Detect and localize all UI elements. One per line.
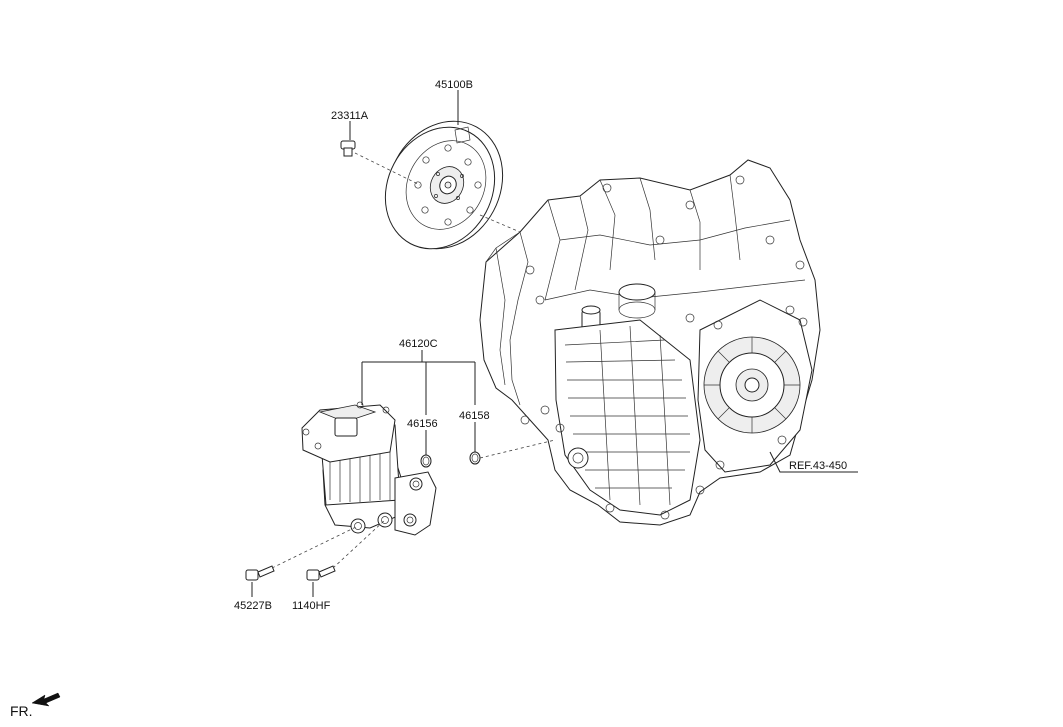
label-45100b: 45100B: [435, 79, 473, 91]
label-23311a: 23311A: [331, 110, 369, 122]
label-reference: REF.43-450: [789, 460, 847, 472]
label-45227b: 45227B: [234, 600, 272, 612]
front-direction-arrow-icon: [31, 692, 61, 707]
flywheel-bolt: [340, 140, 356, 157]
leader-lines: [251, 90, 858, 597]
transmission-case: [479, 159, 821, 526]
assembly-lines: [271, 152, 556, 569]
label-46156: 46156: [407, 418, 438, 430]
label-1140hf: 1140HF: [292, 600, 331, 612]
o-ring-46156: [420, 454, 432, 468]
bolt-45227b: [245, 565, 275, 581]
label-46158: 46158: [459, 410, 490, 422]
label-fr: FR.: [10, 703, 33, 719]
flywheel-drive-plate: [384, 120, 504, 250]
o-ring-46158: [469, 451, 481, 465]
oil-pump-assembly: [301, 401, 437, 536]
bolt-1140hf: [306, 565, 336, 581]
label-46120c: 46120C: [399, 338, 438, 350]
